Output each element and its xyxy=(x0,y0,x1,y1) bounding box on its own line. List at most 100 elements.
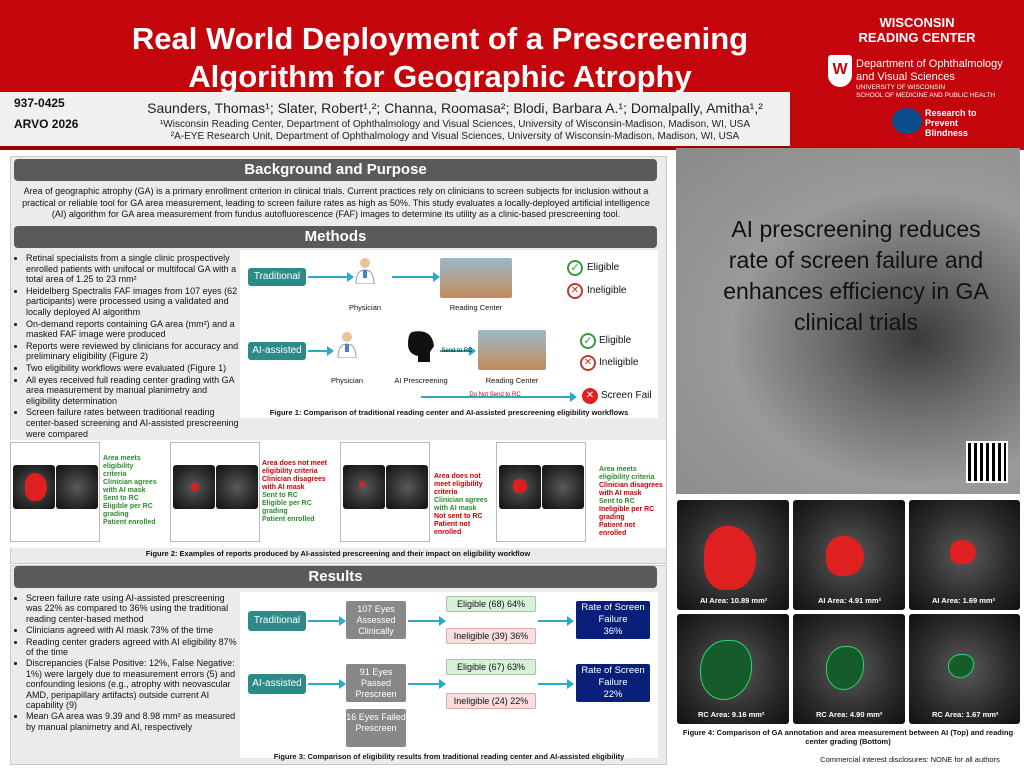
faf-image xyxy=(56,465,98,509)
faf-image xyxy=(216,465,258,509)
arrow-icon xyxy=(408,679,446,689)
list-item: Reports were reviewed by clinicians for … xyxy=(26,341,240,362)
figure-3-caption: Figure 3: Comparison of eligibility resu… xyxy=(273,752,625,761)
background-text: Area of geographic atrophy (GA) is a pri… xyxy=(22,186,650,219)
disclosure: Commercial interest disclosures: NONE fo… xyxy=(820,755,1000,764)
reading-center-icon xyxy=(478,330,546,370)
arrow-icon xyxy=(538,679,574,689)
figure-2-caption: Figure 2: Examples of reports produced b… xyxy=(145,549,531,558)
rc-ga-annotation xyxy=(826,646,864,690)
ineligible-label: Ineligible xyxy=(599,357,639,368)
list-item: All eyes received full reading center gr… xyxy=(26,375,240,407)
results-bullets: Screen failure rate using AI-assisted pr… xyxy=(14,593,240,733)
ai-area-label: AI Area: 4.91 mm² xyxy=(818,596,882,605)
report-card xyxy=(496,442,586,542)
faf-image xyxy=(542,465,584,509)
ai-prescreening-label: AI Prescreening xyxy=(394,376,448,385)
trad-eligible-box: Eligible (68) 64% xyxy=(446,596,536,612)
ai-area-label: AI Area: 1.69 mm² xyxy=(932,596,996,605)
rc-ga-annotation xyxy=(948,654,974,678)
ai-brain-icon xyxy=(408,331,434,362)
x-icon: ✕ xyxy=(567,283,583,299)
eligible-label: Eligible xyxy=(599,335,632,346)
arrow-icon xyxy=(308,616,346,626)
list-item: Screen failure rates between traditional… xyxy=(26,407,240,439)
eligible-label: Eligible xyxy=(587,262,620,273)
qr-code-icon xyxy=(966,441,1008,483)
x-icon: ✕ xyxy=(582,388,598,404)
figure-4-caption: Figure 4: Comparison of GA annotation an… xyxy=(682,728,1014,746)
traditional-pill: Traditional xyxy=(248,611,306,631)
reading-center-icon xyxy=(440,258,512,298)
arrow-icon xyxy=(408,616,446,626)
list-item: Clinicians agreed with AI mask 73% of th… xyxy=(26,625,240,635)
ai-ga-mask xyxy=(826,536,864,576)
check-icon: ✓ xyxy=(580,333,596,349)
faf-image xyxy=(386,465,428,509)
faf-image xyxy=(343,465,385,509)
do-not-send-label: Do Not Send to RC xyxy=(469,392,521,398)
ga-mask xyxy=(513,479,527,493)
arrow-icon xyxy=(308,346,334,356)
list-item: Heidelberg Spectralis FAF images from 10… xyxy=(26,286,240,318)
rc-area-label: RC Area: 4.90 mm² xyxy=(816,710,883,719)
list-item: Reading center graders agreed with AI el… xyxy=(26,637,240,658)
arrow-icon xyxy=(392,272,440,282)
list-item: Two eligibility workflows were evaluated… xyxy=(26,363,240,374)
rc-area-label: RC Area: 9.16 mm² xyxy=(698,710,765,719)
arrow-icon xyxy=(308,272,354,282)
trad-ineligible-box: Ineligible (39) 36% xyxy=(446,628,536,644)
list-item: On-demand reports containing GA area (mm… xyxy=(26,319,240,340)
ai-failed-box: 16 Eyes Failed Prescreen xyxy=(346,709,406,747)
uw-crest-icon: W xyxy=(828,55,852,87)
affiliation-2: ²A-EYE Research Unit, Department of Opht… xyxy=(170,131,740,142)
traditional-pill: Traditional xyxy=(248,268,306,286)
physician-label: Physician xyxy=(348,303,382,312)
background-heading: Background and Purpose xyxy=(14,159,657,181)
physician-icon xyxy=(337,332,357,358)
arrow-icon xyxy=(538,616,574,626)
ai-ga-mask xyxy=(704,526,756,590)
ai-assisted-pill: AI-assisted xyxy=(248,674,306,694)
ai-eligible-box: Eligible (67) 63% xyxy=(446,659,536,675)
rc-ga-annotation xyxy=(700,640,752,700)
abstract-id: 937-0425 xyxy=(14,96,65,110)
report-card xyxy=(170,442,260,542)
arrow-icon xyxy=(421,392,577,402)
ai-ineligible-box: Ineligible (24) 22% xyxy=(446,693,536,709)
trad-eyes-box: 107 Eyes Assessed Clinically xyxy=(346,601,406,639)
affiliation-1: ¹Wisconsin Reading Center, Department of… xyxy=(159,119,751,130)
list-item: Screen failure rate using AI-assisted pr… xyxy=(26,593,240,624)
reading-center-label: Reading Center xyxy=(449,303,503,312)
ai-area-label: AI Area: 10.89 mm² xyxy=(700,596,768,605)
reading-center-label: Reading Center xyxy=(485,376,539,385)
rpb-eye-icon xyxy=(892,108,922,134)
ai-ga-mask xyxy=(950,540,976,564)
arrow-icon xyxy=(440,346,476,356)
send-to-rc-label: Send to RC xyxy=(441,348,473,354)
ga-mask xyxy=(191,483,199,491)
methods-bullets: Retinal specialists from a single clinic… xyxy=(14,253,240,440)
figure-1-caption: Figure 1: Comparison of traditional read… xyxy=(269,408,629,417)
faf-background-image xyxy=(676,148,1020,494)
conference-label: ARVO 2026 xyxy=(14,117,79,131)
arrow-icon xyxy=(308,679,346,689)
physician-icon xyxy=(355,258,375,284)
list-item: Mean GA area was 9.39 and 8.98 mm² as me… xyxy=(26,711,240,732)
ai-passed-box: 91 Eyes Passed Prescreen xyxy=(346,664,406,702)
report-card xyxy=(10,442,100,542)
ineligible-label: Ineligible xyxy=(587,285,627,296)
ai-assisted-pill: AI-assisted xyxy=(248,342,306,360)
ga-mask xyxy=(25,473,47,501)
authors: Saunders, Thomas¹; Slater, Robert¹,²; Ch… xyxy=(147,100,763,116)
